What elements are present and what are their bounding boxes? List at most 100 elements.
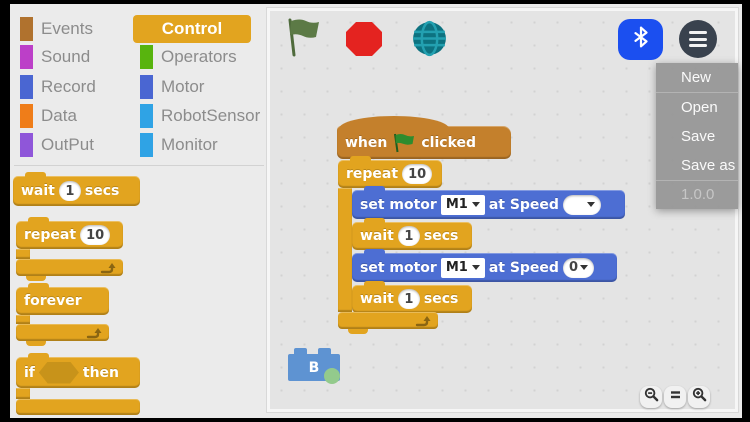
palette-if-arm[interactable]	[16, 388, 30, 399]
chevron-down-icon	[580, 265, 588, 270]
hamburger-menu-icon	[689, 31, 707, 34]
globe-button[interactable]	[408, 17, 451, 63]
app-menu-dropdown: New Open Save Save as 1.0.0	[656, 63, 738, 209]
palette-forever-arm[interactable]	[16, 315, 30, 324]
script-repeat-arm[interactable]	[338, 188, 352, 312]
script-block-repeat[interactable]: repeat 10	[338, 156, 442, 188]
category-color-swatch	[20, 45, 33, 69]
run-button[interactable]	[283, 17, 323, 60]
green-flag-icon	[391, 133, 417, 153]
category-color-swatch	[20, 75, 33, 99]
palette-block-wait[interactable]: wait 1 secs	[13, 172, 140, 206]
category-label: Data	[41, 106, 77, 125]
speed-input[interactable]: 0	[562, 257, 594, 278]
number-input[interactable]: 1	[397, 289, 420, 309]
palette-forever-foot[interactable]	[16, 324, 109, 341]
category-color-swatch	[20, 17, 33, 41]
number-input[interactable]: 10	[402, 164, 433, 184]
menu-separator	[656, 180, 738, 181]
block-text: secs	[423, 291, 459, 307]
category-color-swatch	[140, 45, 153, 69]
brick-stud	[318, 348, 331, 354]
chevron-down-icon	[586, 202, 595, 207]
category-label: RobotSensor	[161, 106, 261, 125]
category-control-selected[interactable]: Control	[133, 15, 251, 43]
palette-separator	[14, 165, 264, 166]
category-motor[interactable]: Motor	[140, 74, 204, 100]
number-input[interactable]: 1	[397, 226, 420, 246]
block-tab	[364, 186, 385, 191]
script-block-set-motor-2[interactable]: set motor M1 at Speed 0	[352, 249, 617, 282]
category-data[interactable]: Data	[20, 103, 77, 129]
menu-item-new[interactable]: New	[681, 69, 712, 86]
number-input[interactable]: 1	[58, 181, 81, 201]
green-flag-icon	[283, 18, 323, 60]
palette-block-repeat[interactable]: repeat 10	[16, 217, 123, 249]
block-text: set motor	[360, 196, 437, 213]
loop-arrow-icon	[86, 326, 102, 344]
block-text: wait	[360, 228, 394, 244]
block-nub	[26, 341, 46, 346]
category-label: Events	[41, 19, 93, 38]
brick-stud	[294, 348, 307, 354]
number-input[interactable]: 10	[80, 225, 111, 245]
block-text: if	[24, 364, 35, 381]
block-text: when	[345, 134, 388, 151]
category-events[interactable]: Events	[20, 16, 93, 42]
zoom-in-button[interactable]	[688, 386, 710, 408]
zoom-controls	[640, 386, 710, 408]
script-block-set-motor-1[interactable]: set motor M1 at Speed	[352, 186, 625, 219]
category-record[interactable]: Record	[20, 74, 96, 100]
stop-icon	[344, 22, 384, 61]
menu-item-open[interactable]: Open	[681, 99, 718, 116]
zoom-reset-button[interactable]	[664, 386, 686, 408]
category-label: OutPut	[41, 135, 94, 154]
motor-select[interactable]: M1	[440, 257, 485, 278]
script-block-when-flag-clicked[interactable]: when clicked	[337, 116, 511, 159]
script-repeat-foot[interactable]	[338, 312, 438, 329]
menu-item-save[interactable]: Save	[681, 128, 716, 145]
category-color-swatch	[20, 133, 33, 157]
category-robotsensor[interactable]: RobotSensor	[140, 103, 260, 129]
script-block-wait-2[interactable]: wait 1 secs	[352, 281, 472, 313]
category-sound[interactable]: Sound	[20, 44, 90, 70]
category-output[interactable]: OutPut	[20, 132, 94, 158]
category-monitor[interactable]: Monitor	[140, 132, 218, 158]
hat-dome	[339, 116, 449, 130]
block-text: clicked	[421, 134, 477, 151]
boolean-slot[interactable]	[38, 361, 79, 384]
palette-repeat-arm[interactable]	[16, 249, 30, 259]
block-nub	[348, 329, 368, 334]
palette-block-forever[interactable]: forever	[16, 283, 109, 315]
chevron-down-icon	[471, 202, 480, 207]
palette-repeat-foot[interactable]	[16, 259, 123, 276]
block-text: at Speed	[488, 259, 559, 276]
motor-select[interactable]: M1	[440, 194, 485, 215]
zoom-reset-icon	[669, 388, 682, 406]
bluetooth-button[interactable]	[618, 19, 663, 60]
menu-item-save-as[interactable]: Save as	[681, 157, 736, 174]
stop-button[interactable]	[344, 20, 384, 61]
block-text: secs	[84, 183, 120, 199]
zoom-out-button[interactable]	[640, 386, 662, 408]
category-label: Operators	[161, 47, 237, 66]
category-operators[interactable]: Operators	[140, 44, 237, 70]
zoom-in-icon	[692, 387, 707, 407]
menu-separator	[656, 92, 738, 93]
block-text: set motor	[360, 259, 437, 276]
script-canvas[interactable]: New Open Save Save as 1.0.0 when clicked	[267, 8, 738, 412]
script-block-wait-1[interactable]: wait 1 secs	[352, 218, 472, 250]
palette-if-foot[interactable]	[16, 399, 140, 415]
loop-arrow-icon	[415, 314, 431, 332]
block-tab	[28, 217, 49, 222]
menu-button[interactable]	[679, 20, 717, 58]
globe-icon	[408, 20, 451, 63]
block-text: wait	[360, 291, 394, 307]
app-surface: Events Sound Record Data OutPut Control …	[10, 4, 742, 418]
speed-input[interactable]	[562, 194, 601, 215]
palette-block-if-then[interactable]: if then	[16, 353, 140, 388]
block-tab	[364, 218, 385, 223]
chevron-down-icon	[471, 265, 480, 270]
category-color-swatch	[20, 104, 33, 128]
